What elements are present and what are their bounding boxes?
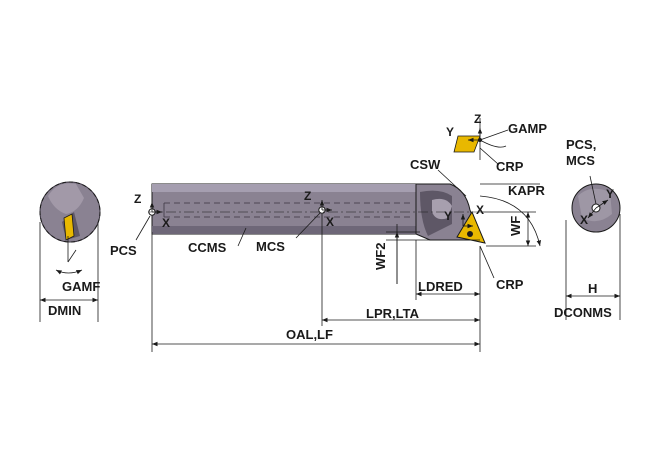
leader-lines xyxy=(135,169,541,279)
wf2-label: WF2 xyxy=(373,242,388,270)
dimension-lines xyxy=(151,211,536,352)
ldred-label: LDRED xyxy=(418,279,463,294)
ccms-label: CCMS xyxy=(188,240,227,255)
kapr-label: KAPR xyxy=(508,183,545,198)
axis-z-mcs: Z xyxy=(304,189,312,203)
lpr-lta-label: LPR,LTA xyxy=(366,306,419,321)
crp-top-label: CRP xyxy=(496,159,524,174)
crp-bottom-label: CRP xyxy=(496,277,524,292)
h-label: H xyxy=(588,281,598,296)
mcs-label: MCS xyxy=(256,239,285,254)
axis-y-crp: Y xyxy=(444,209,453,223)
axis-y-insert: Y xyxy=(446,125,455,139)
tool-body xyxy=(148,183,486,244)
wf-label: WF xyxy=(508,215,523,236)
pcs-mcs-label-line2: MCS xyxy=(566,153,595,168)
pcs-mcs-label-line1: PCS, xyxy=(566,137,597,152)
right-end-view xyxy=(565,175,621,320)
axis-x-end: X xyxy=(580,213,589,227)
axis-x-pcs: X xyxy=(162,216,171,230)
axis-z-pcs: Z xyxy=(134,192,142,206)
left-insert xyxy=(63,213,75,241)
insert-detail xyxy=(453,118,509,165)
oal-lf-label: OAL,LF xyxy=(286,327,333,342)
left-end-view xyxy=(39,181,101,322)
axis-y-end: Y xyxy=(606,187,615,201)
gamf-label: GAMF xyxy=(62,279,101,294)
dconms-label: DCONMS xyxy=(554,305,612,320)
axis-x-mcs: X xyxy=(326,215,335,229)
dmin-label: DMIN xyxy=(48,303,82,318)
axis-x-crp: X xyxy=(476,203,485,217)
axis-z-insert: Z xyxy=(474,112,482,126)
gamp-label: GAMP xyxy=(508,121,547,136)
pcs-label: PCS xyxy=(110,243,137,258)
csw-label: CSW xyxy=(410,157,441,172)
